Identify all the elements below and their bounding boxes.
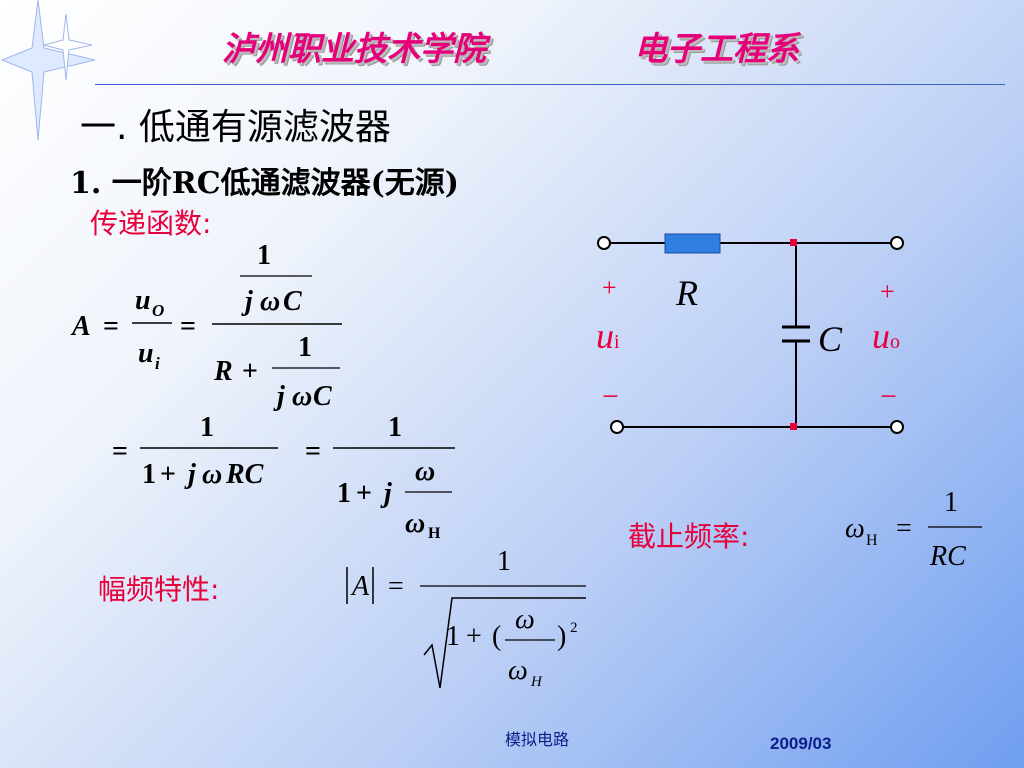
- output-terminal-top: [890, 236, 904, 250]
- svg-text:ω: ω: [845, 513, 865, 544]
- svg-text:R: R: [213, 356, 233, 387]
- svg-text:=: =: [180, 311, 196, 342]
- department-name: 电子工程系: [634, 29, 799, 68]
- svg-text:=: =: [388, 571, 404, 602]
- output-plus-label: +: [880, 277, 895, 306]
- header-rule: [95, 84, 1005, 85]
- svg-text:1: 1: [388, 412, 402, 443]
- svg-text:A: A: [70, 311, 91, 342]
- svg-text:+: +: [466, 621, 482, 652]
- junction-bottom: [790, 423, 797, 430]
- subsection-title: 1. 一阶RC低通滤波器(无源): [70, 166, 459, 201]
- output-minus-label: −: [880, 380, 897, 413]
- section-title: 一. 低通有源滤波器: [80, 107, 391, 148]
- star-decoration-icon: [0, 0, 96, 141]
- svg-text:ω: ω: [292, 381, 312, 412]
- output-voltage-label: uo: [872, 316, 900, 356]
- svg-text:1: 1: [944, 487, 958, 518]
- cutoff-frequency-label: 截止频率:: [628, 520, 750, 553]
- svg-text:+: +: [160, 459, 176, 490]
- svg-text:ω: ω: [405, 508, 425, 539]
- svg-text:O: O: [152, 301, 164, 320]
- transfer-function-label: 传递函数:: [90, 207, 212, 240]
- footer-date: 2009/03: [770, 734, 832, 753]
- svg-text:=: =: [112, 436, 128, 467]
- input-voltage-label: ui: [596, 316, 620, 356]
- svg-text:RC: RC: [929, 541, 966, 572]
- output-terminal-bottom: [890, 420, 904, 434]
- svg-text:A: A: [350, 571, 370, 602]
- svg-text:H: H: [428, 525, 441, 542]
- svg-text:C: C: [313, 381, 332, 412]
- svg-text:u: u: [135, 285, 151, 316]
- svg-text:1: 1: [337, 478, 351, 509]
- junction-top: [790, 239, 797, 246]
- svg-text:1: 1: [142, 459, 156, 490]
- footer-course: 模拟电路: [505, 732, 570, 749]
- svg-text:H: H: [866, 532, 878, 549]
- svg-text:=: =: [305, 436, 321, 467]
- svg-text:ω: ω: [508, 655, 528, 686]
- svg-text:ω: ω: [415, 456, 435, 487]
- svg-text:1: 1: [257, 240, 271, 271]
- svg-text:2: 2: [570, 620, 578, 636]
- svg-text:(: (: [492, 621, 501, 652]
- svg-text:ω: ω: [260, 286, 280, 317]
- svg-text:+: +: [356, 478, 372, 509]
- svg-text:ω: ω: [515, 604, 535, 635]
- svg-text:=: =: [896, 513, 912, 544]
- amplitude-frequency-label: 幅频特性:: [98, 573, 220, 606]
- svg-text:): ): [557, 621, 566, 652]
- svg-text:ω: ω: [202, 459, 222, 490]
- svg-text:H: H: [530, 674, 543, 690]
- svg-text:1: 1: [446, 621, 460, 652]
- svg-text:+: +: [242, 356, 258, 387]
- input-minus-label: −: [602, 380, 619, 413]
- svg-text:C: C: [283, 286, 302, 317]
- capacitor-label: C: [818, 319, 843, 359]
- svg-text:1: 1: [200, 412, 214, 443]
- svg-text:=: =: [103, 311, 119, 342]
- resistor: [664, 233, 721, 254]
- input-terminal-top: [597, 236, 611, 250]
- svg-text:1: 1: [497, 546, 511, 577]
- school-name: 泸州职业技术学院: [222, 29, 486, 68]
- svg-text:1: 1: [298, 332, 312, 363]
- svg-text:RC: RC: [225, 459, 264, 490]
- resistor-label: R: [676, 273, 698, 313]
- input-plus-label: +: [602, 273, 617, 302]
- svg-text:i: i: [155, 354, 160, 373]
- svg-text:u: u: [138, 338, 154, 369]
- input-terminal-bottom: [610, 420, 624, 434]
